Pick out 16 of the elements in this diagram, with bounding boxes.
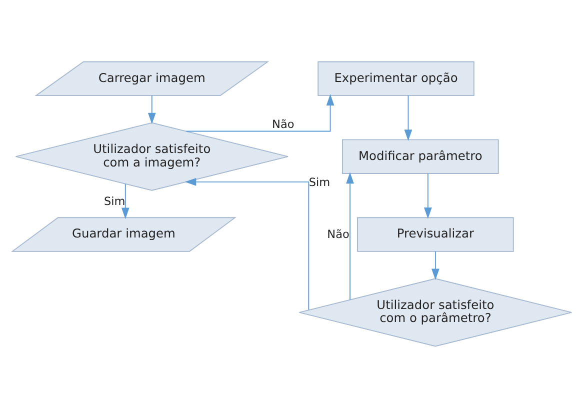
arrow <box>148 94 156 124</box>
node-diamond: Utilizador satisfeito com o parâmetro? <box>298 278 572 346</box>
edge-label: Sim <box>104 194 126 208</box>
node-box: Experimentar opção <box>318 60 474 96</box>
arrow <box>186 94 334 132</box>
node-box: Previsualizar <box>357 216 514 252</box>
arrow <box>424 172 432 218</box>
arrow <box>346 172 354 300</box>
edge-label: Não <box>327 228 350 241</box>
arrow <box>404 94 412 140</box>
arrow <box>121 182 130 219</box>
arrow <box>184 177 310 310</box>
arrow <box>432 250 440 280</box>
edge-label: Sim <box>308 176 330 189</box>
edge-label: Não <box>272 118 294 131</box>
node-box: Modificar parâmetro <box>342 138 499 174</box>
